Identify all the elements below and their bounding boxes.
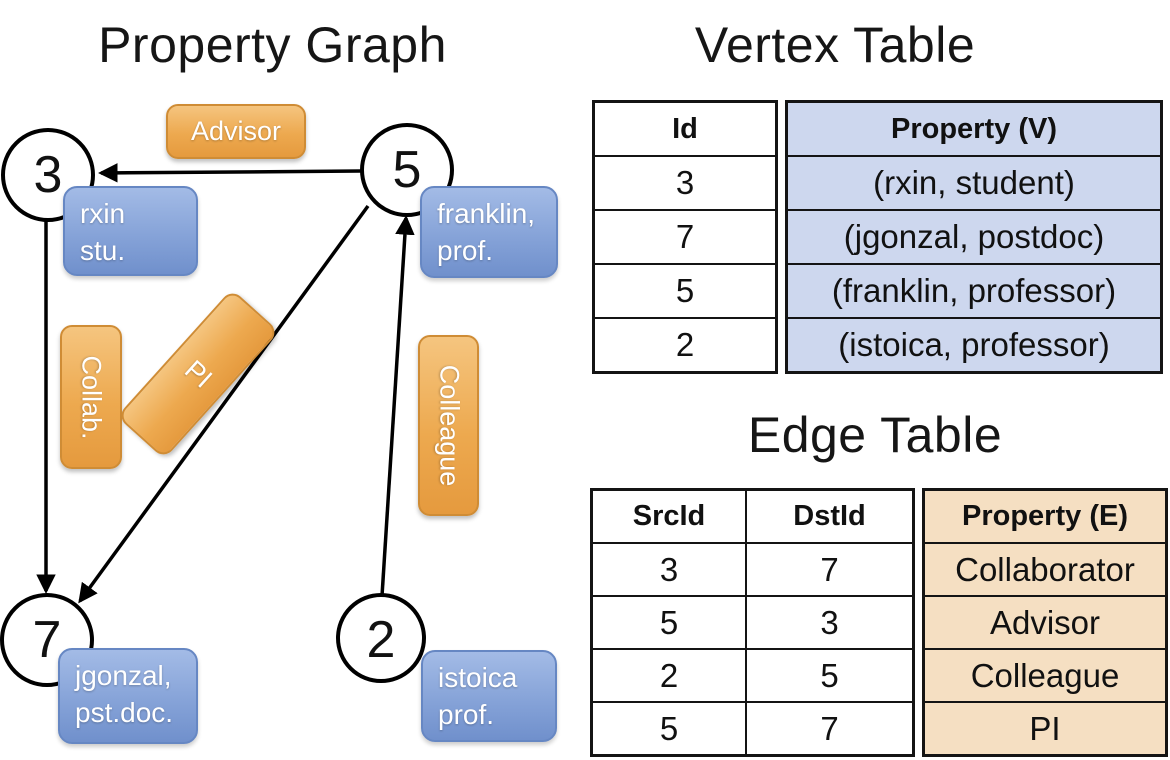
- property-graph-title: Property Graph: [98, 17, 447, 73]
- vertex-box-istoica-line2: prof.: [438, 698, 495, 730]
- vertex-box-franklin-line1: franklin,: [437, 198, 536, 229]
- vertex-table-id-column: Id 3 7 5 2: [592, 100, 778, 374]
- vertex-box-franklin: franklin, prof.: [420, 186, 558, 278]
- vertex-table-id-cell: 5: [595, 263, 775, 317]
- edge-table-dst-cell: 7: [820, 550, 839, 588]
- edge-label-collab: Collab.: [60, 325, 122, 469]
- vertex-table-id-cell: 7: [595, 209, 775, 263]
- vertex-table-id-cell: 3: [595, 155, 775, 209]
- edge-label-advisor: Advisor: [166, 104, 306, 159]
- edge-table-src-cell: 3: [593, 544, 747, 595]
- edge-label-collab-text: Collab.: [76, 354, 107, 440]
- vertex-table-title: Vertex Table: [694, 17, 976, 73]
- vertex-table-property-column: Property (V) (rxin, student) (jgonzal, p…: [785, 100, 1163, 374]
- edge-table: SrcId DstId 3 7 5 3 2 5 5 7 Property (E)…: [590, 488, 1168, 757]
- vertex-box-rxin-line1: rxin: [80, 198, 126, 229]
- vertex-table-id-cell: 2: [595, 317, 775, 371]
- edge-table-property-cell: PI: [925, 701, 1165, 754]
- vertex-table-header-id: Id: [672, 112, 698, 145]
- node-label-3: 3: [33, 146, 63, 204]
- edge-table-row: 3 7: [593, 542, 912, 595]
- vertex-box-rxin-line2: stu.: [80, 234, 126, 266]
- vertex-table-property-cell: (jgonzal, postdoc): [788, 209, 1160, 263]
- vertex-table-header-property: Property (V): [891, 112, 1057, 145]
- node-label-7: 7: [32, 611, 62, 669]
- edge-table-dst-cell: 5: [820, 656, 839, 694]
- edge-label-pi-text: PI: [178, 353, 218, 394]
- edge-table-property-cell: Advisor: [925, 595, 1165, 648]
- edge-table-src-cell: 5: [593, 703, 747, 754]
- edge-table-src-cell: 5: [593, 597, 747, 648]
- edge-label-advisor-text: Advisor: [190, 116, 282, 146]
- vertex-table-property-cell: (franklin, professor): [788, 263, 1160, 317]
- vertex-table: Id 3 7 5 2 Property (V) (rxin, student) …: [592, 100, 1163, 374]
- vertex-table-property-cell: (istoica, professor): [788, 317, 1160, 371]
- node-label-2: 2: [366, 611, 396, 669]
- vertex-box-franklin-line2: prof.: [437, 234, 494, 266]
- vertex-box-jgonzal-line1: jgonzal,: [75, 660, 172, 691]
- vertex-box-jgonzal-line2: pst.doc.: [75, 696, 174, 728]
- edge-table-header-property: Property (E): [962, 500, 1128, 532]
- edge-line-5-to-7-pi: [78, 204, 370, 604]
- edge-table-row: 5 7: [593, 701, 912, 754]
- edge-table-property-cell: Collaborator: [925, 542, 1165, 595]
- edge-table-src-cell: 2: [593, 650, 747, 701]
- edge-table-header-dstid: DstId: [793, 500, 866, 532]
- vertex-table-property-cell: (rxin, student): [788, 155, 1160, 209]
- edge-label-colleague: Colleague: [418, 335, 479, 516]
- edge-line-2-to-5-colleague: [380, 215, 415, 597]
- edge-table-header-row: SrcId DstId: [593, 491, 912, 542]
- vertex-box-rxin: rxin stu.: [63, 186, 198, 276]
- edge-table-dst-cell: 7: [820, 709, 839, 747]
- edge-table-header-srcid: SrcId: [593, 491, 747, 542]
- vertex-box-jgonzal: jgonzal, pst.doc.: [58, 648, 198, 744]
- edge-table-property-column: Property (E) Collaborator Advisor Collea…: [922, 488, 1168, 757]
- vertex-box-istoica-line1: istoica: [438, 662, 518, 693]
- vertex-box-istoica: istoica prof.: [421, 650, 557, 742]
- node-label-5: 5: [392, 141, 422, 199]
- edge-table-dst-cell: 3: [820, 603, 839, 641]
- edge-table-title: Edge Table: [747, 407, 1003, 463]
- edge-label-colleague-text: Colleague: [434, 364, 464, 487]
- edge-line-5-to-3-advisor: [98, 163, 362, 183]
- edge-table-src-dst-columns: SrcId DstId 3 7 5 3 2 5 5 7: [590, 488, 915, 757]
- edge-table-row: 2 5: [593, 648, 912, 701]
- edge-table-row: 5 3: [593, 595, 912, 648]
- edge-table-property-cell: Colleague: [925, 648, 1165, 701]
